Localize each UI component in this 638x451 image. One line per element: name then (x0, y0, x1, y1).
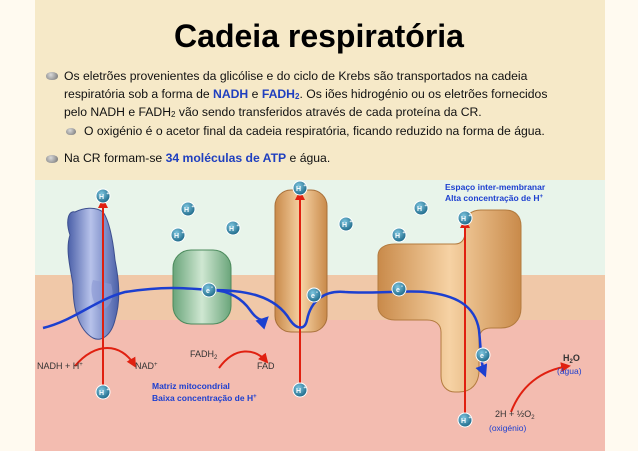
proton-ion: H+ (391, 227, 407, 243)
fadh2-highlight-text: FADH (261, 87, 295, 101)
svg-text:H: H (461, 418, 466, 425)
bullet1-line3-sub: 2 (171, 110, 176, 119)
svg-text:H: H (461, 216, 466, 223)
bullet1-line3-a: pelo NADH e FADH (64, 105, 172, 119)
svg-text:+: + (107, 191, 110, 197)
svg-text:+: + (403, 230, 406, 236)
intermembrane-label-1: Espaço inter-membranar (445, 182, 546, 192)
proton-ion: H+ (292, 382, 308, 398)
fad-label: FAD (257, 361, 275, 371)
svg-text:H: H (342, 222, 347, 229)
intermembrane-label-2: Alta concentração de H+ (445, 193, 543, 203)
fadh2-reaction-arrow (218, 350, 269, 369)
bullet2-text-b: e água. (286, 151, 331, 165)
svg-text:H: H (395, 233, 400, 240)
svg-text:-: - (211, 285, 213, 291)
bullet2-line: Na CR formam-se 34 moléculas de ATP e ág… (64, 149, 330, 167)
nadh-label: NADH + H+ (37, 361, 83, 371)
respiratory-chain-diagram: H+ H+ H+ H+ H+ H+ H+ H+ H+ H+ H+ H+ e- e… (35, 180, 605, 451)
electron-path (42, 286, 488, 378)
electron: e- (391, 281, 407, 297)
bullet1-line2-b: . Os iões hidrogénio ou os eletrões forn… (299, 87, 548, 101)
sub-bullet-text: O oxigénio é o acetor final da cadeia re… (84, 124, 545, 138)
proton-ion: H+ (457, 210, 473, 226)
electron: e- (201, 282, 217, 298)
svg-text:+: + (469, 213, 472, 219)
text-panel (35, 0, 605, 180)
svg-text:+: + (425, 203, 428, 209)
fadh2-highlight: FADH2 (262, 87, 300, 101)
svg-text:+: + (304, 183, 307, 189)
svg-text:+: + (304, 385, 307, 391)
svg-text:H: H (229, 226, 234, 233)
complex-i (67, 207, 120, 340)
svg-text:H: H (184, 207, 189, 214)
svg-text:H: H (99, 194, 104, 201)
fadh2-highlight-sub: 2 (295, 92, 300, 101)
svg-text:H: H (296, 186, 301, 193)
svg-text:e: e (311, 293, 315, 300)
bullet1-line3: pelo NADH e FADH2 vão sendo transferidos… (64, 103, 482, 124)
svg-text:H: H (417, 206, 422, 213)
atp-highlight: 34 moléculas de ATP (165, 151, 287, 165)
bullet1-line2-e: e (248, 87, 262, 101)
bullet1-line2: respiratória sob a forma de NADH e FADH2… (64, 85, 547, 106)
svg-text:e: e (396, 287, 400, 294)
agua-label: (água) (557, 366, 582, 376)
electron: e- (475, 347, 491, 363)
matrix-label-1: Matriz mitocondrial (152, 381, 230, 391)
svg-text:+: + (107, 387, 110, 393)
bullet1-line1-text: Os eletrões provenientes da glicólise e … (64, 69, 528, 83)
nad-label: NAD+ (135, 361, 158, 371)
bullet2-text-a: Na CR formam-se (64, 151, 166, 165)
bullet1-line3-b: vão sendo transferidos através de cada p… (175, 105, 482, 119)
proton-ion: H+ (292, 180, 308, 196)
proton-ion: H+ (95, 384, 111, 400)
svg-text:-: - (316, 290, 318, 296)
svg-text:+: + (350, 219, 353, 225)
bullet1-line2-a: respiratória sob a forma de (64, 87, 214, 101)
proton-ion: H+ (95, 188, 111, 204)
svg-text:+: + (469, 415, 472, 421)
svg-text:+: + (192, 204, 195, 210)
fadh2-label: FADH2 (190, 349, 218, 361)
bullet-icon (46, 155, 58, 163)
nadh-reaction-arrow (74, 347, 137, 368)
proton-ion: H+ (170, 227, 186, 243)
bullet1-line1: Os eletrões provenientes da glicólise e … (64, 67, 527, 85)
electron-branch (209, 288, 269, 330)
bullet-icon (46, 72, 58, 80)
proton-ion: H+ (338, 216, 354, 232)
svg-text:e: e (480, 353, 484, 360)
proton-ion: H+ (225, 220, 241, 236)
water-reaction-arrow (510, 362, 571, 413)
svg-text:-: - (401, 284, 403, 290)
proton-ion: H+ (413, 200, 429, 216)
svg-text:+: + (237, 223, 240, 229)
nadh-highlight: NADH (213, 87, 249, 101)
mitochondrial-matrix (35, 320, 605, 451)
svg-text:e: e (206, 288, 210, 295)
svg-text:H: H (296, 388, 301, 395)
h2o-label: H2O (563, 353, 580, 365)
sub-bullet-icon (66, 128, 76, 135)
slide-title: Cadeia respiratória (174, 18, 464, 54)
svg-text:H: H (174, 233, 179, 240)
matrix-label-2: Baixa concentração de H+ (152, 393, 257, 403)
proton-ion: H+ (180, 201, 196, 217)
sub-bullet-line: O oxigénio é o acetor final da cadeia re… (84, 122, 545, 140)
proton-ion: H+ (457, 412, 473, 428)
oxygen-equation-label: 2H + ½O2 (495, 409, 535, 421)
electron: e- (306, 287, 322, 303)
svg-text:+: + (182, 230, 185, 236)
svg-text:H: H (99, 390, 104, 397)
svg-text:-: - (485, 350, 487, 356)
oxigenio-label: (oxigénio) (489, 423, 526, 433)
